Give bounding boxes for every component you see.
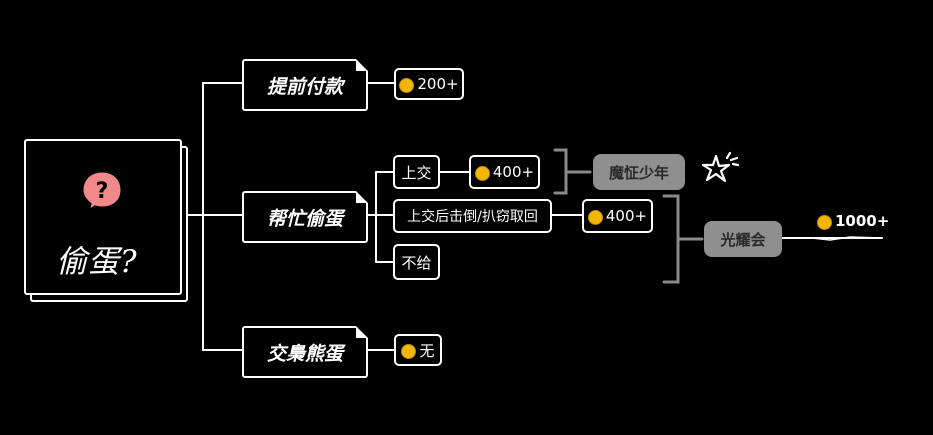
option-refuse: 不给 (393, 244, 440, 280)
option-hand-in-then-recover-label: 上交后击倒/扒窃取回 (407, 209, 538, 225)
money-bag-icon (587, 209, 603, 225)
reward-light-society-value: 1000+ (835, 212, 890, 230)
reward-prepay-value: 200+ (417, 75, 459, 93)
page-fold-icon (356, 59, 368, 71)
star-sparkle-icon (701, 151, 740, 183)
money-bag-icon (474, 165, 490, 181)
branch-prepay-label: 提前付款 (266, 75, 343, 98)
branch-help-steal: 帮忙偷蛋 (242, 191, 368, 243)
reward-hand-in-value: 400+ (492, 163, 535, 181)
outcome-light-society-label: 光耀会 (720, 230, 766, 249)
option-hand-in-then-recover: 上交后击倒/扒窃取回 (393, 199, 552, 233)
reward-recover-value: 400+ (605, 207, 648, 225)
money-bag-icon (399, 77, 415, 93)
branch-prepay: 提前付款 (242, 59, 368, 111)
reward-prepay: 200+ (394, 68, 464, 100)
reward-light-society: 1000+ (817, 212, 889, 230)
outcome-light-society: 光耀会 (704, 221, 782, 257)
root-card (24, 139, 182, 295)
question-bubble-icon: ? (80, 169, 124, 214)
reward-hand-over: 无 (394, 334, 442, 366)
reward-hand-in: 400+ (469, 155, 540, 189)
option-hand-in-label: 上交 (401, 163, 432, 182)
branch-hand-over-label: 交梟熊蛋 (266, 342, 343, 365)
reward-hand-over-value: 无 (419, 341, 435, 360)
root-title: 偷蛋? (56, 244, 138, 280)
page-fold-icon (356, 326, 368, 338)
reward-recover: 400+ (582, 199, 653, 233)
outcome-obsessed-youth-label: 魔怔少年 (608, 163, 669, 182)
outcome-obsessed-youth: 魔怔少年 (593, 154, 685, 190)
money-bag-icon (817, 214, 832, 230)
money-bag-icon (401, 343, 417, 359)
option-hand-in: 上交 (393, 155, 440, 189)
branch-hand-over: 交梟熊蛋 (242, 326, 368, 378)
svg-text:?: ? (96, 179, 109, 204)
branch-help-steal-label: 帮忙偷蛋 (266, 207, 343, 230)
page-fold-icon (356, 191, 368, 203)
option-refuse-label: 不给 (401, 253, 432, 272)
